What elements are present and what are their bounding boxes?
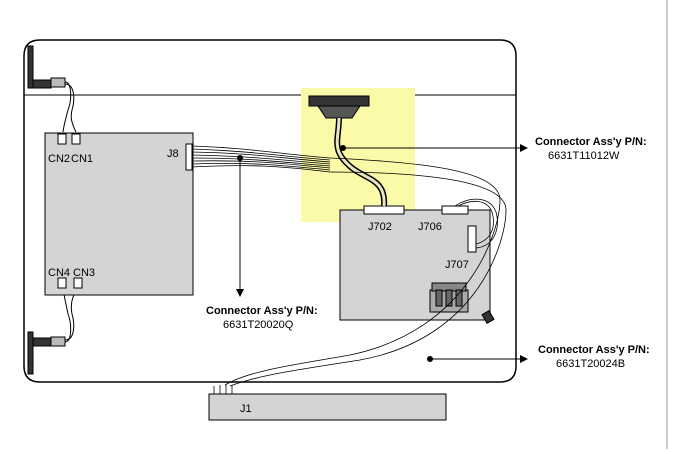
cable-plug xyxy=(481,309,495,325)
label-cn1: CN1 xyxy=(71,153,93,165)
cn3-connector xyxy=(73,277,83,289)
ribbon-j702 xyxy=(308,95,388,207)
j8-connector xyxy=(185,143,193,171)
label-j707: J707 xyxy=(445,259,469,271)
callout1-part-number: 6631T11012W xyxy=(548,150,620,162)
label-cn2: CN2 xyxy=(48,153,70,165)
cn2-connector xyxy=(57,133,67,145)
label-cn4: CN4 xyxy=(48,267,70,279)
j707-connector xyxy=(467,225,477,253)
callout2-title: Connector Ass'y P/N: xyxy=(206,305,318,317)
harness-j706 xyxy=(454,198,498,249)
callout2-part-number: 6631T20020Q xyxy=(223,319,294,331)
harness-j8 xyxy=(191,145,507,387)
label-j8: J8 xyxy=(167,148,179,160)
callout1-title: Connector Ass'y P/N: xyxy=(535,136,647,148)
j1-board xyxy=(208,393,447,421)
cn1-connector xyxy=(71,133,81,145)
cn4-connector xyxy=(57,277,67,289)
highlight-area xyxy=(301,88,415,222)
label-cn3: CN3 xyxy=(73,267,95,279)
label-j706: J706 xyxy=(418,221,442,233)
callout3-title: Connector Ass'y P/N: xyxy=(538,344,650,356)
callout3-part-number: 6631T20024B xyxy=(556,358,625,370)
label-j1: J1 xyxy=(240,403,252,415)
j702-connector xyxy=(363,205,405,215)
dsub-connector xyxy=(429,282,469,313)
cable-j1 xyxy=(213,385,233,394)
j706-connector xyxy=(441,205,469,215)
label-j702: J702 xyxy=(368,221,392,233)
left-board xyxy=(44,132,194,296)
